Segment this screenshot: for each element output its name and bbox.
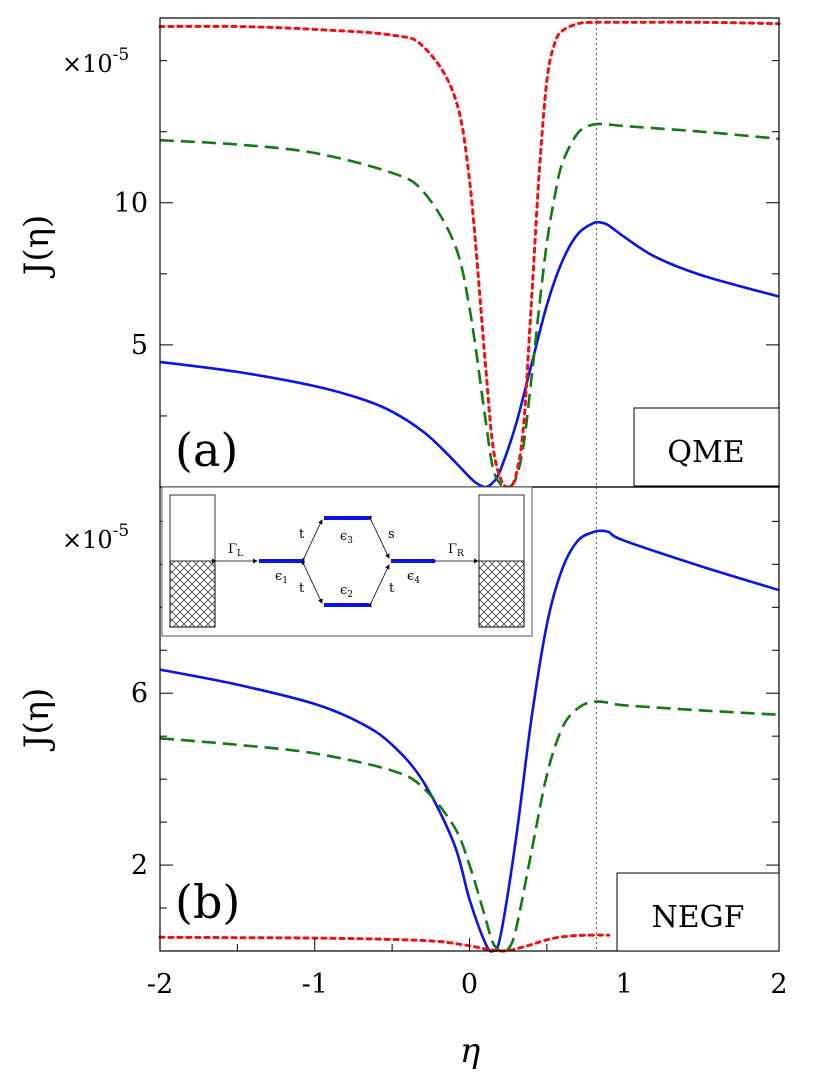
right-lead xyxy=(478,494,525,628)
panel-b-multiplier: ×10-5 xyxy=(62,521,129,554)
hop-s-upper-right: s xyxy=(388,527,395,542)
panel-a-multiplier-exponent: -5 xyxy=(113,45,130,65)
x-tick-label: -1 xyxy=(302,969,328,1000)
panel-b-method-label: NEGF xyxy=(652,900,745,935)
panel-b-method-box: NEGF xyxy=(616,872,780,952)
panel-a-series-solid xyxy=(159,220,780,489)
eps3-subscript: 3 xyxy=(347,536,353,546)
panel-a-series-dashed xyxy=(159,122,780,489)
x-tick-label: -2 xyxy=(147,969,173,1000)
panel-a-ticks: 5 10 xyxy=(114,60,779,417)
coupling-arrows xyxy=(212,515,479,608)
hop-t-lower-right: t xyxy=(389,581,395,596)
panel-a-curves xyxy=(158,20,781,489)
panel-a-multiplier: ×10-5 xyxy=(62,45,129,78)
eps4-subscript: 4 xyxy=(414,576,420,586)
panel-a-letter: (a) xyxy=(175,423,238,477)
y-tick-label: 5 xyxy=(131,330,148,361)
x-tick-label: 2 xyxy=(770,969,787,1000)
eps1-label: ϵ1 xyxy=(275,569,288,586)
gamma-right-label: ΓR xyxy=(448,542,464,559)
gamma-left-label: ΓL xyxy=(228,542,243,559)
left-lead xyxy=(169,494,216,628)
panel-b-letter: (b) xyxy=(175,875,240,929)
gamma-left-subscript: L xyxy=(237,549,243,559)
inset-schematic: ΓL ΓR ϵ1 ϵ3 ϵ2 ϵ4 t t s t xyxy=(161,486,533,637)
eps1-subscript: 1 xyxy=(282,576,288,586)
panel-a-ylabel: J(η) xyxy=(17,215,57,279)
y-tick-label: 6 xyxy=(131,678,148,709)
gamma-right-subscript: R xyxy=(457,549,464,559)
x-tick-label: 1 xyxy=(616,969,633,1000)
panel-b-series-solid xyxy=(159,529,780,953)
panel-b-multiplier-exponent: -5 xyxy=(113,521,130,541)
panel-b-ticks: 2 6 -2 -1 0 1 2 xyxy=(131,520,788,1000)
y-tick-label: 10 xyxy=(114,188,148,219)
eps2-label: ϵ2 xyxy=(340,583,353,600)
eps2-subscript: 2 xyxy=(347,590,353,600)
x-axis-label: η xyxy=(460,1031,481,1071)
panel-b-series-dashed xyxy=(159,700,780,954)
hop-t-lower-left: t xyxy=(299,581,305,596)
panel-a-method-label: QME xyxy=(667,435,744,470)
panel-a-series-dotted xyxy=(158,20,781,489)
eps3-label: ϵ3 xyxy=(340,529,353,546)
y-tick-label: 2 xyxy=(131,850,148,881)
hop-t-upper-left: t xyxy=(299,527,305,542)
panel-a-qme: 5 10 ×10-5 J(η) (a) QME xyxy=(17,17,781,489)
eps4-label: ϵ4 xyxy=(407,569,420,586)
panel-b-negf: 2 6 -2 -1 0 1 2 ×10-5 J(η) (b) NEGF η xyxy=(17,486,788,1071)
energy-levels xyxy=(259,516,435,607)
panel-b-series-dotted xyxy=(158,933,611,953)
panel-a-method-box: QME xyxy=(633,407,780,487)
panel-b-ylabel: J(η) xyxy=(17,688,57,752)
inset-frame xyxy=(161,486,533,637)
inset-labels: ΓL ΓR ϵ1 ϵ3 ϵ2 ϵ4 t t s t xyxy=(228,527,464,600)
x-tick-label: 0 xyxy=(461,969,478,1000)
